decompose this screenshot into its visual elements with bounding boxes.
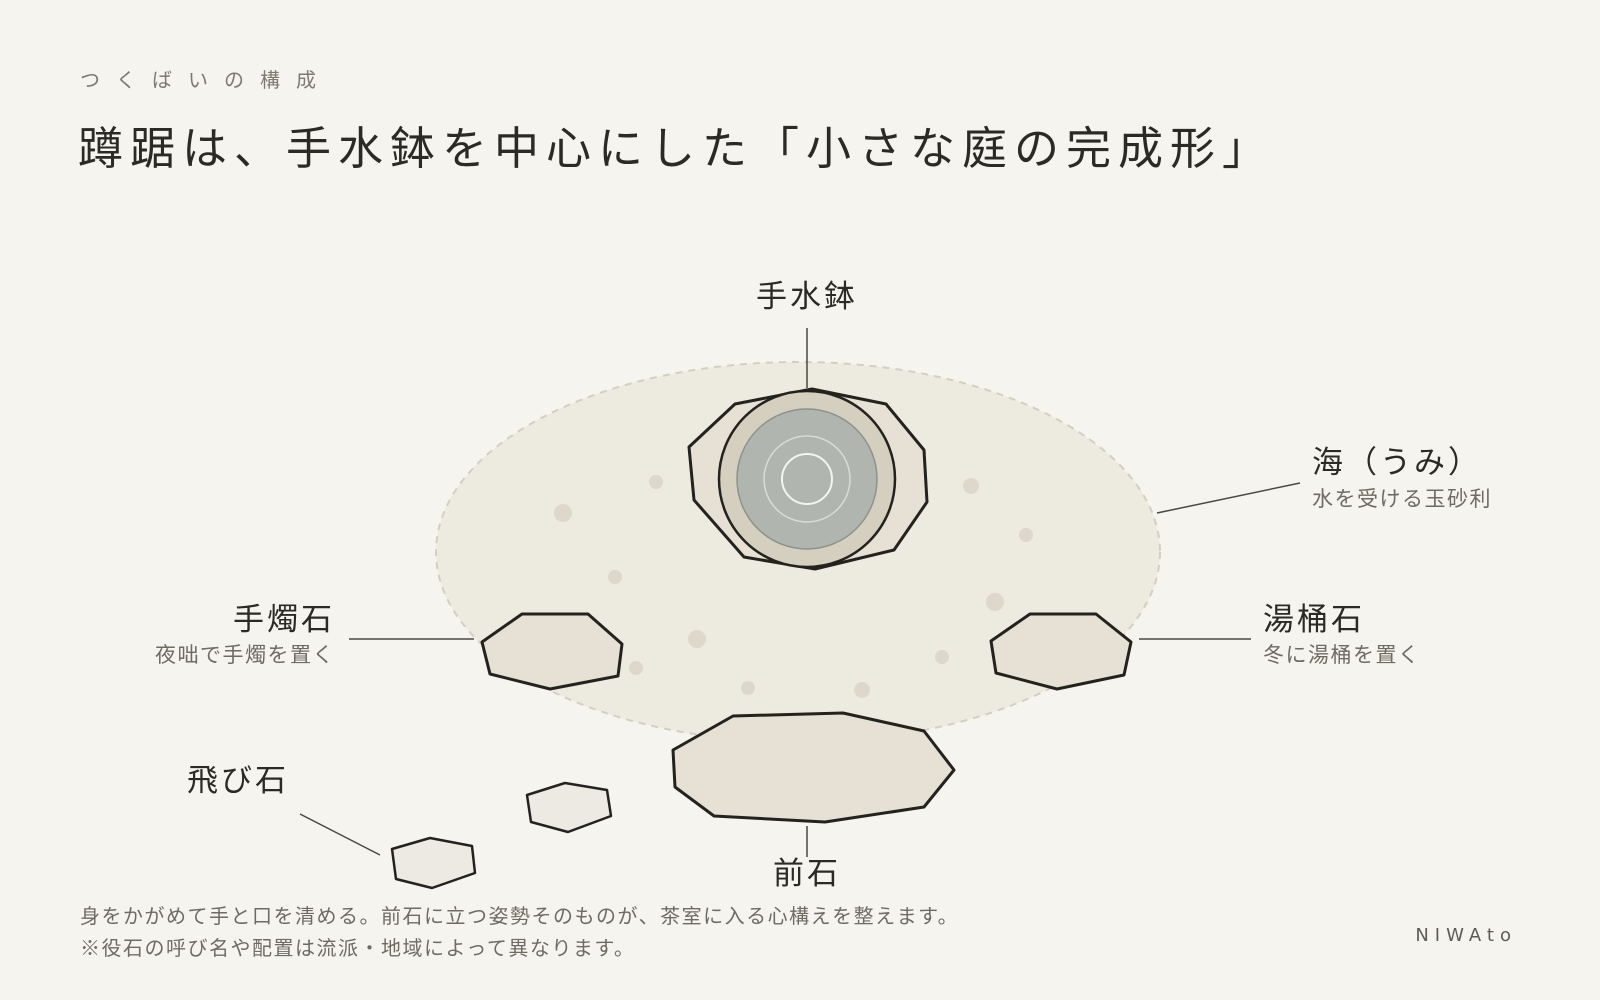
gravel-pebbles bbox=[554, 475, 1033, 698]
page-title: 蹲踞は、手水鉢を中心にした「小さな庭の完成形」 bbox=[78, 122, 1275, 175]
tobiishi-stone-upper bbox=[525, 781, 613, 834]
umi-label: 海（うみ） bbox=[1312, 445, 1482, 481]
chozubachi-label: 手水鉢 bbox=[756, 279, 858, 315]
teshokuishi-stone bbox=[480, 612, 624, 691]
section-eyebrow: つくばいの構成 bbox=[80, 68, 332, 92]
leader-lines bbox=[299, 328, 1301, 857]
tobiishi-label: 飛び石 bbox=[187, 763, 289, 799]
yuokeishi-stone bbox=[989, 612, 1133, 691]
brand-logo: NIWAto bbox=[1415, 925, 1517, 946]
yuokeishi-description: 冬に湯桶を置く bbox=[1263, 643, 1421, 667]
yuokeishi-label: 湯桶石 bbox=[1263, 602, 1365, 638]
chozubachi-basin bbox=[687, 387, 929, 571]
teshokuishi-description: 夜咄で手燭を置く bbox=[155, 643, 335, 667]
umi-description: 水を受ける玉砂利 bbox=[1312, 487, 1492, 511]
maeishi-label: 前石 bbox=[773, 856, 841, 892]
tobiishi-stone-lower bbox=[390, 836, 477, 890]
teshokuishi-label: 手燭石 bbox=[233, 602, 335, 638]
footer-note: 身をかがめて手と口を清める。前石に立つ姿勢そのものが、茶室に入る心構えを整えます… bbox=[80, 900, 959, 964]
footer-description: 身をかがめて手と口を清める。前石に立つ姿勢そのものが、茶室に入る心構えを整えます… bbox=[80, 904, 960, 928]
footer-disclaimer: ※役石の呼び名や配置は流派・地域によって異なります。 bbox=[80, 936, 636, 960]
maeishi-stone bbox=[671, 711, 956, 824]
